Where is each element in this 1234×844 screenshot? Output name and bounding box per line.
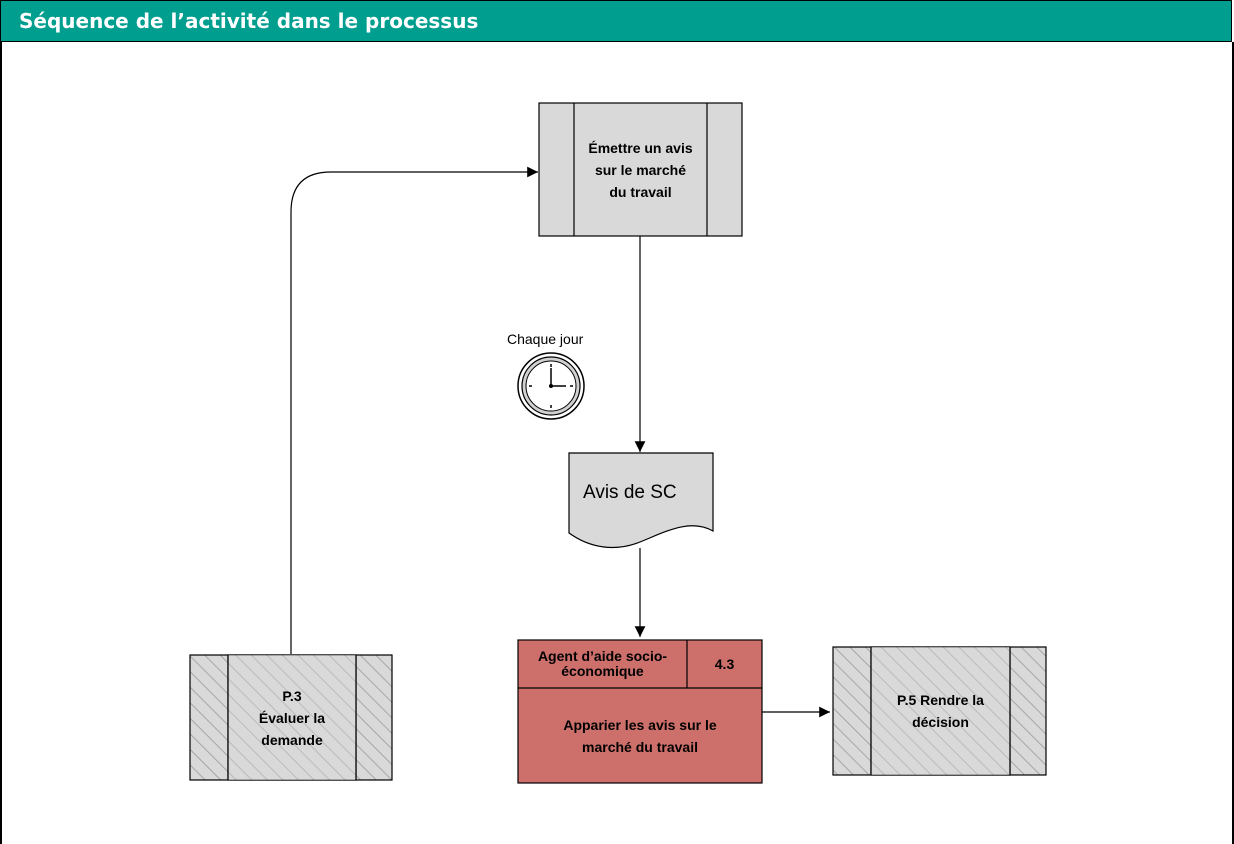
process-p5-box: [832, 646, 1047, 776]
activity-main-label: Émettre un avis sur le marché du travail: [588, 139, 693, 200]
section-title: Séquence de l’activité dans le processus: [19, 9, 479, 33]
activity-main-box: [538, 102, 743, 237]
connector-p3-to-main: [290, 166, 538, 654]
clock-icon: [517, 352, 585, 420]
timer-label: Chaque jour: [507, 331, 584, 347]
task-role-label: Agent d’aide socio- économique: [537, 648, 668, 679]
process-p3-label: P.3 Évaluer la demande: [258, 687, 326, 748]
task-description-label: Apparier les avis sur le marché du trava…: [563, 716, 717, 755]
document-label: Avis de SC: [583, 482, 677, 503]
task-4-3-box: [517, 639, 763, 784]
document-shape: [568, 452, 714, 549]
process-p5-label: P.5 Rendre la décision: [897, 692, 984, 730]
task-number-label: 4.3: [714, 655, 735, 672]
section-header: Séquence de l’activité dans le processus: [0, 0, 1232, 42]
frame-border-left: [0, 42, 2, 844]
frame-border-right: [1232, 42, 1234, 844]
process-p3-box: [189, 654, 393, 781]
